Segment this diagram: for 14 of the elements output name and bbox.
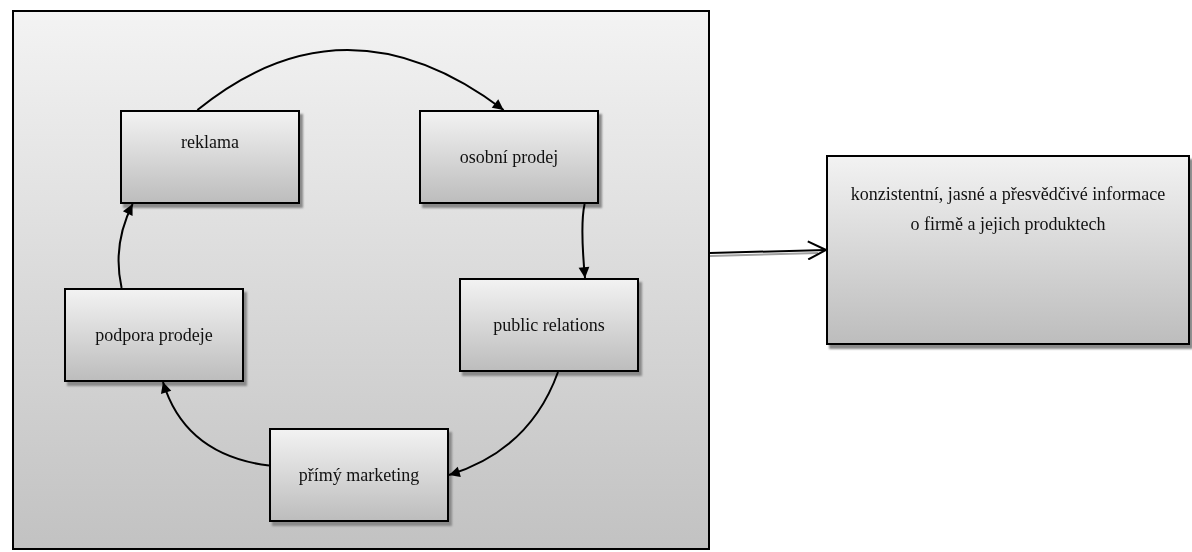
- box-label: konzistentní, jasné a přesvědčivé informace o firmě a jejich produktech: [849, 183, 1167, 236]
- process-box: [826, 155, 1190, 345]
- process-box: [269, 428, 449, 522]
- box-label: podpora prodeje: [95, 324, 213, 347]
- process-box: [64, 288, 244, 382]
- process-box: [419, 110, 599, 204]
- arrow: [709, 240, 827, 261]
- group-box: [12, 10, 710, 550]
- box-label: public relations: [493, 314, 605, 337]
- process-box: [459, 278, 639, 372]
- process-box: [120, 110, 300, 204]
- box-label: přímý marketing: [298, 464, 420, 487]
- box-label: osobní prodej: [459, 146, 559, 169]
- box-label: reklama: [181, 131, 239, 154]
